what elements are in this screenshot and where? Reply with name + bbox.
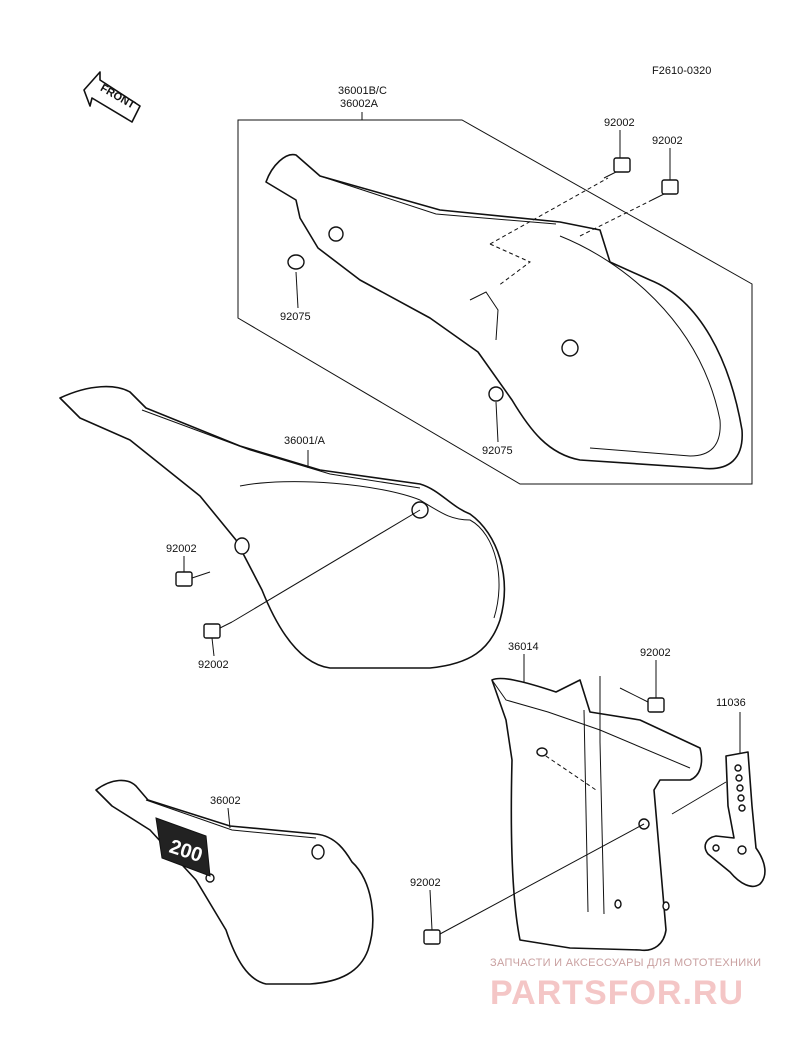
label-92002-c: 92002 [166, 543, 197, 555]
cover-decal: 200 [155, 817, 211, 877]
figure-code: F2610-0320 [652, 65, 711, 77]
leader-line [231, 509, 421, 623]
mount-hole [311, 844, 325, 860]
grommet-92075-a [287, 226, 344, 270]
guard-rib [583, 709, 605, 915]
cover-edge [141, 409, 421, 489]
label-36001bc: 36001B/C [338, 85, 387, 97]
leader-line [671, 781, 727, 815]
bolt-92002-f [423, 823, 645, 945]
bolt-92002-c [175, 571, 211, 587]
side-cover-middle [59, 385, 506, 669]
leader-line [295, 271, 299, 309]
label-92075-a: 92075 [280, 311, 311, 323]
bracket-holes [712, 764, 747, 855]
dashed-guide [539, 751, 597, 791]
guard-rim [491, 679, 691, 769]
side-cover-top [265, 153, 743, 470]
bracket [704, 751, 766, 888]
label-36002a: 36002A [340, 98, 379, 110]
leader-line [495, 401, 499, 443]
cover-edge [145, 799, 317, 839]
label-92002-f: 92002 [410, 877, 441, 889]
label-92002-e: 92002 [640, 647, 671, 659]
assembly-outline [237, 119, 753, 485]
label-92002-a: 92002 [604, 117, 635, 129]
bolt-92002-e [619, 687, 665, 713]
leader-line [227, 807, 231, 829]
bolt-92002-b [651, 179, 679, 201]
mud-guard [491, 677, 703, 952]
mount-hole [662, 901, 670, 911]
bolt-92002-d [203, 621, 233, 639]
front-arrow-icon: FRONT [83, 71, 141, 123]
mount-hole [536, 747, 548, 757]
cover-inner-edge [239, 481, 500, 619]
bolt-92002-a [603, 157, 631, 179]
label-92002-b: 92002 [652, 135, 683, 147]
label-36001a: 36001/A [284, 435, 326, 447]
leader-line [211, 637, 215, 657]
label-36014: 36014 [508, 641, 539, 653]
cover-edge [319, 175, 557, 225]
label-36002: 36002 [210, 795, 241, 807]
watermark-logo: PARTSFOR.RU [490, 974, 744, 1012]
cover-inner-edge [559, 235, 721, 457]
dashed-guide [489, 243, 531, 287]
label-92002-d: 92002 [198, 659, 229, 671]
leader-line [429, 889, 433, 931]
grommet-92075-b [488, 339, 579, 402]
mount-hole [614, 899, 622, 909]
label-11036: 11036 [716, 697, 746, 709]
dashed-guide [489, 177, 609, 245]
label-92075-b: 92075 [482, 445, 513, 457]
cover-tab [469, 291, 499, 341]
washer-icon [234, 537, 250, 555]
watermark-tagline: ЗАПЧАСТИ И АКСЕССУАРЫ ДЛЯ МОТОТЕХНИКИ [490, 957, 761, 969]
side-cover-bottom [95, 779, 374, 985]
